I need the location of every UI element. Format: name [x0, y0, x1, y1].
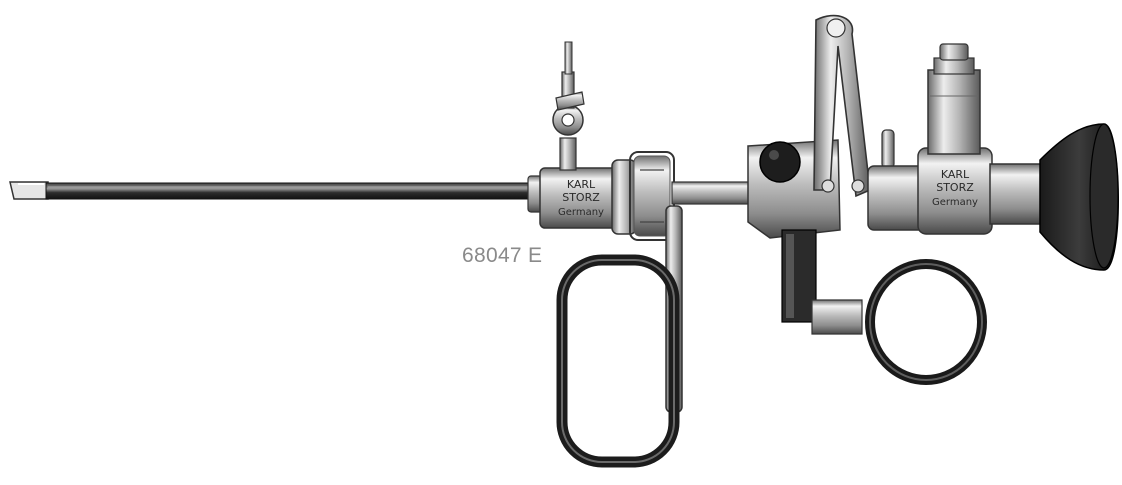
- rear-engraving-line-3: Germany: [932, 197, 978, 208]
- rear-engraving-line-2: STORZ: [936, 181, 974, 194]
- front-finger-grip: [556, 205, 683, 468]
- part-number-label: 68047 E: [462, 244, 543, 267]
- front-engraving-line-1: KARL: [567, 178, 596, 191]
- eyepiece: [989, 123, 1119, 271]
- spring-pin: [881, 129, 895, 169]
- rear-finger-grip: [781, 229, 987, 385]
- rear-engraving-line-1: KARL: [941, 168, 970, 181]
- actuating-lever: [813, 14, 871, 198]
- front-housing: KARL STORZ Germany: [527, 167, 619, 229]
- telescope-shaft: [45, 182, 533, 200]
- front-engraving-line-3: Germany: [558, 207, 604, 218]
- irrigation-stopcock: [552, 41, 585, 171]
- front-engraving-line-2: STORZ: [562, 191, 600, 204]
- working-tube: [671, 181, 751, 205]
- shaft-tip: [9, 181, 49, 200]
- coupling-rings: [611, 151, 675, 241]
- locking-knob: [759, 141, 801, 183]
- rear-housing: KARL STORZ Germany: [867, 147, 993, 235]
- light-post: [927, 43, 981, 155]
